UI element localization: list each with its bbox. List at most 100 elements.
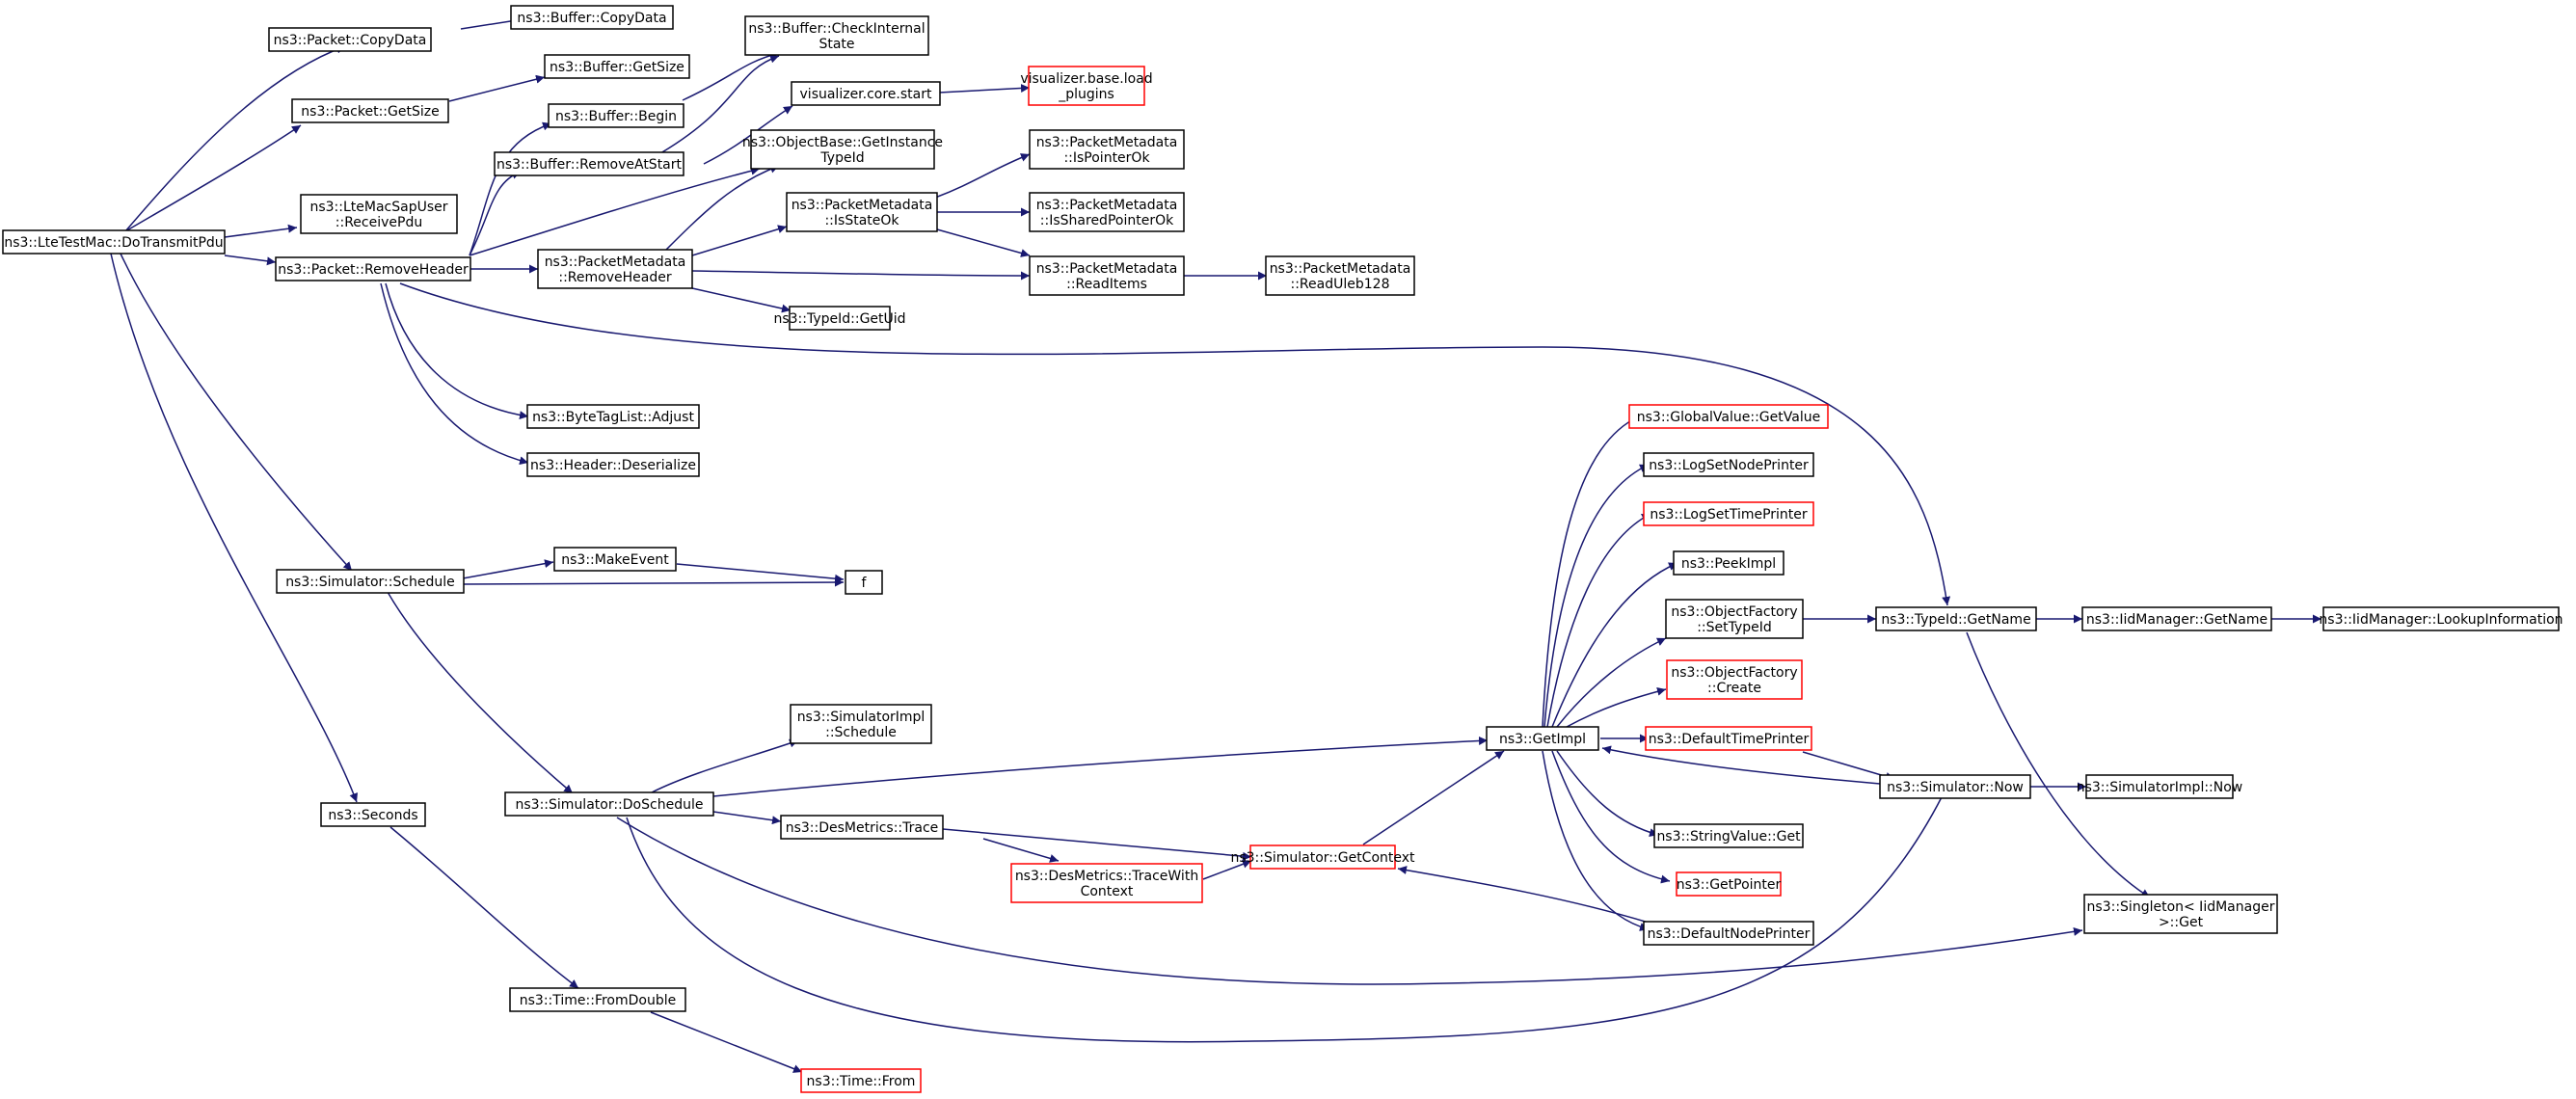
node-label: ::SetTypeId [1697,620,1772,635]
node-box [845,570,883,595]
node-getimpl[interactable]: ns3::GetImpl [1486,726,1599,751]
node-lte-receive[interactable]: ns3::LteMacSapUser::ReceivePdu [300,194,458,234]
node-simimpl-schedule[interactable]: ns3::SimulatorImpl::Schedule [790,704,932,744]
node-singleton-get[interactable]: ns3::Singleton< IidManager >::Get [2083,894,2278,934]
node-label: visualizer.core.start [800,87,932,102]
node-pm-isstateok[interactable]: ns3::PacketMetadata::IsStateOk [786,192,938,232]
node-box [786,192,938,232]
node-label: ns3::ByteTagList::Adjust [532,410,694,425]
node-iid-getname[interactable]: ns3::IidManager::GetName [2081,606,2272,631]
node-buf-removeatstart[interactable]: ns3::Buffer::RemoveAtStart [494,151,684,176]
node-label: ns3::Simulator::GetContext [1230,850,1415,866]
node-typeid-getname[interactable]: ns3::TypeId::GetName [1875,606,2037,631]
node-of-settypeid[interactable]: ns3::ObjectFactory::SetTypeId [1665,599,1804,639]
node-box [1643,452,1814,477]
node-time-from[interactable]: ns3::Time::From [800,1068,922,1093]
node-pkt-getsize[interactable]: ns3::Packet::GetSize [291,98,449,123]
node-label: ::ReadItems [1066,277,1147,292]
node-sim-doschedule[interactable]: ns3::Simulator::DoSchedule [504,791,714,817]
node-box [2083,894,2278,934]
node-strval-get[interactable]: ns3::StringValue::Get [1653,823,1804,848]
node-label: TypeId [819,150,864,166]
node-label: ::IsSharedPointerOk [1040,213,1174,228]
node-label: ns3::Singleton< IidManager [2087,899,2275,915]
node-sim-now[interactable]: ns3::Simulator::Now [1879,774,2031,799]
node-box [291,98,449,123]
node-deftimeprinter[interactable]: ns3::DefaultTimePrinter [1645,726,1812,751]
node-box [1643,921,1814,946]
node-box [780,815,944,840]
node-label: ns3::IidManager::LookupInformation [2319,612,2563,628]
node-label: ns3::ObjectFactory [1671,604,1797,620]
node-logsettime[interactable]: ns3::LogSetTimePrinter [1643,501,1814,526]
node-box [509,987,686,1012]
node-simimpl-now[interactable]: ns3::SimulatorImpl::Now [2077,774,2243,799]
node-sim-getcontext[interactable]: ns3::Simulator::GetContext [1230,844,1415,870]
node-label: ns3::SimulatorImpl [797,710,926,725]
node-box [537,249,693,289]
node-iid-lookup[interactable]: ns3::IidManager::LookupInformation [2319,606,2563,631]
node-header-deser[interactable]: ns3::Header::Deserialize [526,452,700,477]
edge-getimpl-gv [1542,415,1640,728]
node-pm-readitems[interactable]: ns3::PacketMetadata::ReadItems [1029,255,1185,296]
edge-getname-singleton [1966,631,2151,898]
node-label: ns3::Buffer::GetSize [550,60,684,75]
node-pm-issharedpointerok[interactable]: ns3::PacketMetadata::IsSharedPointerOk [1029,192,1185,232]
node-copydata[interactable]: ns3::Packet::CopyData [268,27,432,52]
node-box [275,256,471,281]
node-label: ns3::GetImpl [1499,732,1586,747]
node-label: ns3::PeekImpl [1681,556,1776,572]
call-edges [110,13,2321,1073]
node-pm-readuleb[interactable]: ns3::PacketMetadata::ReadUleb128 [1265,255,1415,296]
node-pm-removeheader[interactable]: ns3::PacketMetadata::RemoveHeader [537,249,693,289]
edge-rh-removeatstart [469,171,522,256]
node-bytetag-adjust[interactable]: ns3::ByteTagList::Adjust [526,404,700,429]
node-logsetnode[interactable]: ns3::LogSetNodePrinter [1643,452,1814,477]
node-label: ns3::LogSetTimePrinter [1650,507,1808,523]
node-sim-schedule[interactable]: ns3::Simulator::Schedule [276,569,465,594]
node-box [1673,550,1784,576]
node-box [548,103,684,128]
node-seconds[interactable]: ns3::Seconds [320,802,426,827]
node-vis-load[interactable]: visualizer.base.load_plugins [1020,66,1153,106]
edge-isstateok-readitems [936,228,1031,257]
node-box [1879,774,2031,799]
node-defnodeprinter[interactable]: ns3::DefaultNodePrinter [1643,921,1814,946]
node-box [2081,606,2272,631]
node-gv-getvalue[interactable]: ns3::GlobalValue::GetValue [1628,404,1829,429]
edge-getimpl-strval [1556,750,1659,837]
node-box [1653,823,1804,848]
node-label: ns3::MakeEvent [561,552,669,568]
edge-doschedule-simimpl [651,738,799,793]
edge-getimpl-ofcreate [1566,686,1667,728]
node-vis-start[interactable]: visualizer.core.start [791,81,941,106]
node-des-trace[interactable]: ns3::DesMetrics::Trace [780,815,944,840]
node-typeid-getuid[interactable]: ns3::TypeId::GetUid [773,306,906,331]
node-buf-getsize[interactable]: ns3::Buffer::GetSize [544,54,690,79]
node-buf-begin[interactable]: ns3::Buffer::Begin [548,103,684,128]
node-label: ns3::SimulatorImpl::Now [2077,780,2243,795]
node-root[interactable]: ns3::LteTestMac::DoTransmitPdu [2,229,226,255]
node-label: ns3::LteMacSapUser [309,200,447,215]
node-pkt-removeheader[interactable]: ns3::Packet::RemoveHeader [275,256,471,281]
node-time-fromdouble[interactable]: ns3::Time::FromDouble [509,987,686,1012]
node-label: ns3::GetPointer [1677,877,1782,893]
node-getpointer[interactable]: ns3::GetPointer [1676,871,1782,897]
edge-doschedule-singleton [616,817,2083,985]
node-of-create[interactable]: ns3::ObjectFactory::Create [1666,659,1803,700]
node-f[interactable]: f [845,570,883,595]
node-pm-ispointerok[interactable]: ns3::PacketMetadata::IsPointerOk [1029,129,1185,170]
node-peekimpl[interactable]: ns3::PeekImpl [1673,550,1784,576]
node-label: ::RemoveHeader [558,270,671,285]
node-box [1249,844,1396,870]
node-label: ::IsStateOk [824,213,899,228]
node-box [300,194,458,234]
call-graph-nodes: ns3::LteTestMac::DoTransmitPduns3::Packe… [2,5,2563,1093]
node-makeevent[interactable]: ns3::MakeEvent [553,547,677,572]
node-buf-copydata[interactable]: ns3::Buffer::CopyData [510,5,674,30]
edge-doschedule-trace [712,811,782,825]
node-label: ns3::TypeId::GetUid [773,311,905,327]
